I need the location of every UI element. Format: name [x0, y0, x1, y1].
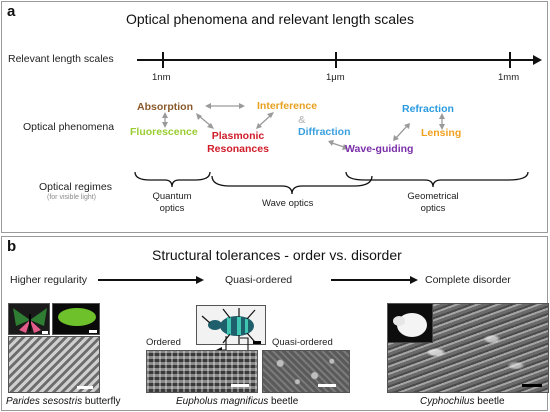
- panel-a: [1, 1, 548, 233]
- panel-a-title: Optical phenomena and relevant length sc…: [126, 11, 414, 27]
- row-label-regimes: Optical regimes: [39, 181, 112, 193]
- phenomenon-lensing: Lensing: [421, 127, 462, 139]
- label-quasi-ordered: Quasi-ordered: [272, 337, 333, 348]
- parides-sem-image: [8, 336, 100, 393]
- phenomena-arrowheads: [162, 103, 445, 150]
- tick-label-1um: 1μm: [326, 72, 345, 83]
- row-label-phenomena: Optical phenomena: [23, 121, 115, 133]
- caption-parides-species: Parides sesostris: [6, 396, 83, 407]
- panel-a-letter: a: [7, 3, 16, 20]
- geometrical-line-2: optics: [420, 203, 446, 214]
- row-label-length-scales: Relevant length scales: [8, 53, 114, 65]
- cyphochilus-sem-image: [387, 303, 549, 393]
- ordered-sem-image: [146, 350, 258, 393]
- caption-eupholus: Eupholus magnificus beetle: [176, 396, 298, 407]
- scale-quasi-ordered: Quasi-ordered: [225, 274, 293, 286]
- weevil-photo: [196, 305, 266, 345]
- geometrical-line-1: Geometrical: [407, 191, 459, 202]
- caption-eupholus-species: Eupholus magnificus: [176, 396, 269, 407]
- label-ordered: Ordered: [146, 337, 181, 348]
- brace-wave: [211, 175, 373, 195]
- butterfly-photo: [8, 303, 50, 335]
- regime-braces: [134, 171, 529, 195]
- cyphochilus-beetle-photo: [388, 304, 433, 343]
- caption-parides: Parides sesostris butterfly: [6, 396, 121, 407]
- quasi-ordered-sem-image: [262, 350, 350, 393]
- phenomenon-diffraction: Diffraction: [298, 126, 351, 138]
- tick-label-1mm: 1mm: [498, 72, 520, 83]
- plasmonic-line-1: Plasmonic: [211, 130, 265, 142]
- scale-complete-disorder: Complete disorder: [425, 274, 511, 286]
- regime-wave-optics: Wave optics: [262, 198, 314, 209]
- phenomenon-interference: Interference: [257, 100, 318, 112]
- caption-cyphochilus: Cyphochilus beetle: [420, 396, 505, 407]
- row-label-regimes-note: (for visible light): [47, 194, 97, 201]
- white-beetle-icon: [393, 313, 427, 337]
- regime-quantum-optics: Quantum optics: [142, 191, 202, 215]
- weevil-icon: [201, 308, 256, 344]
- plasmonic-line-2: Resonances: [207, 143, 269, 155]
- ampersand: &: [298, 114, 306, 126]
- scale-higher-regularity: Higher regularity: [10, 274, 88, 286]
- phenomenon-wave-guiding: Wave-guiding: [345, 143, 414, 155]
- phenomenon-refraction: Refraction: [402, 103, 454, 115]
- quantum-line-1: Quantum: [152, 191, 192, 202]
- tick-label-1nm: 1nm: [152, 72, 171, 83]
- brace-geometrical: [345, 171, 529, 188]
- butterfly-icon: [13, 308, 47, 333]
- phenomenon-absorption: Absorption: [137, 101, 193, 113]
- caption-eupholus-rest: beetle: [268, 396, 299, 407]
- panel-b-title: Structural tolerances - order vs. disord…: [152, 247, 402, 263]
- length-scale-arrowhead: [533, 55, 542, 65]
- caption-parides-rest: butterfly: [82, 396, 121, 407]
- brace-quantum: [134, 171, 211, 188]
- green-scale-icon: [58, 308, 96, 326]
- phenomenon-plasmonic-resonances: Plasmonic Resonances: [206, 130, 270, 156]
- wing-scale-photo: [52, 303, 100, 335]
- regime-geometrical-optics: Geometrical optics: [400, 191, 466, 215]
- phenomenon-fluorescence: Fluorescence: [130, 126, 198, 138]
- caption-cyphochilus-species: Cyphochilus: [420, 396, 475, 407]
- panel-b-letter: b: [7, 238, 17, 255]
- caption-cyphochilus-rest: beetle: [474, 396, 505, 407]
- quantum-line-2: optics: [159, 203, 185, 214]
